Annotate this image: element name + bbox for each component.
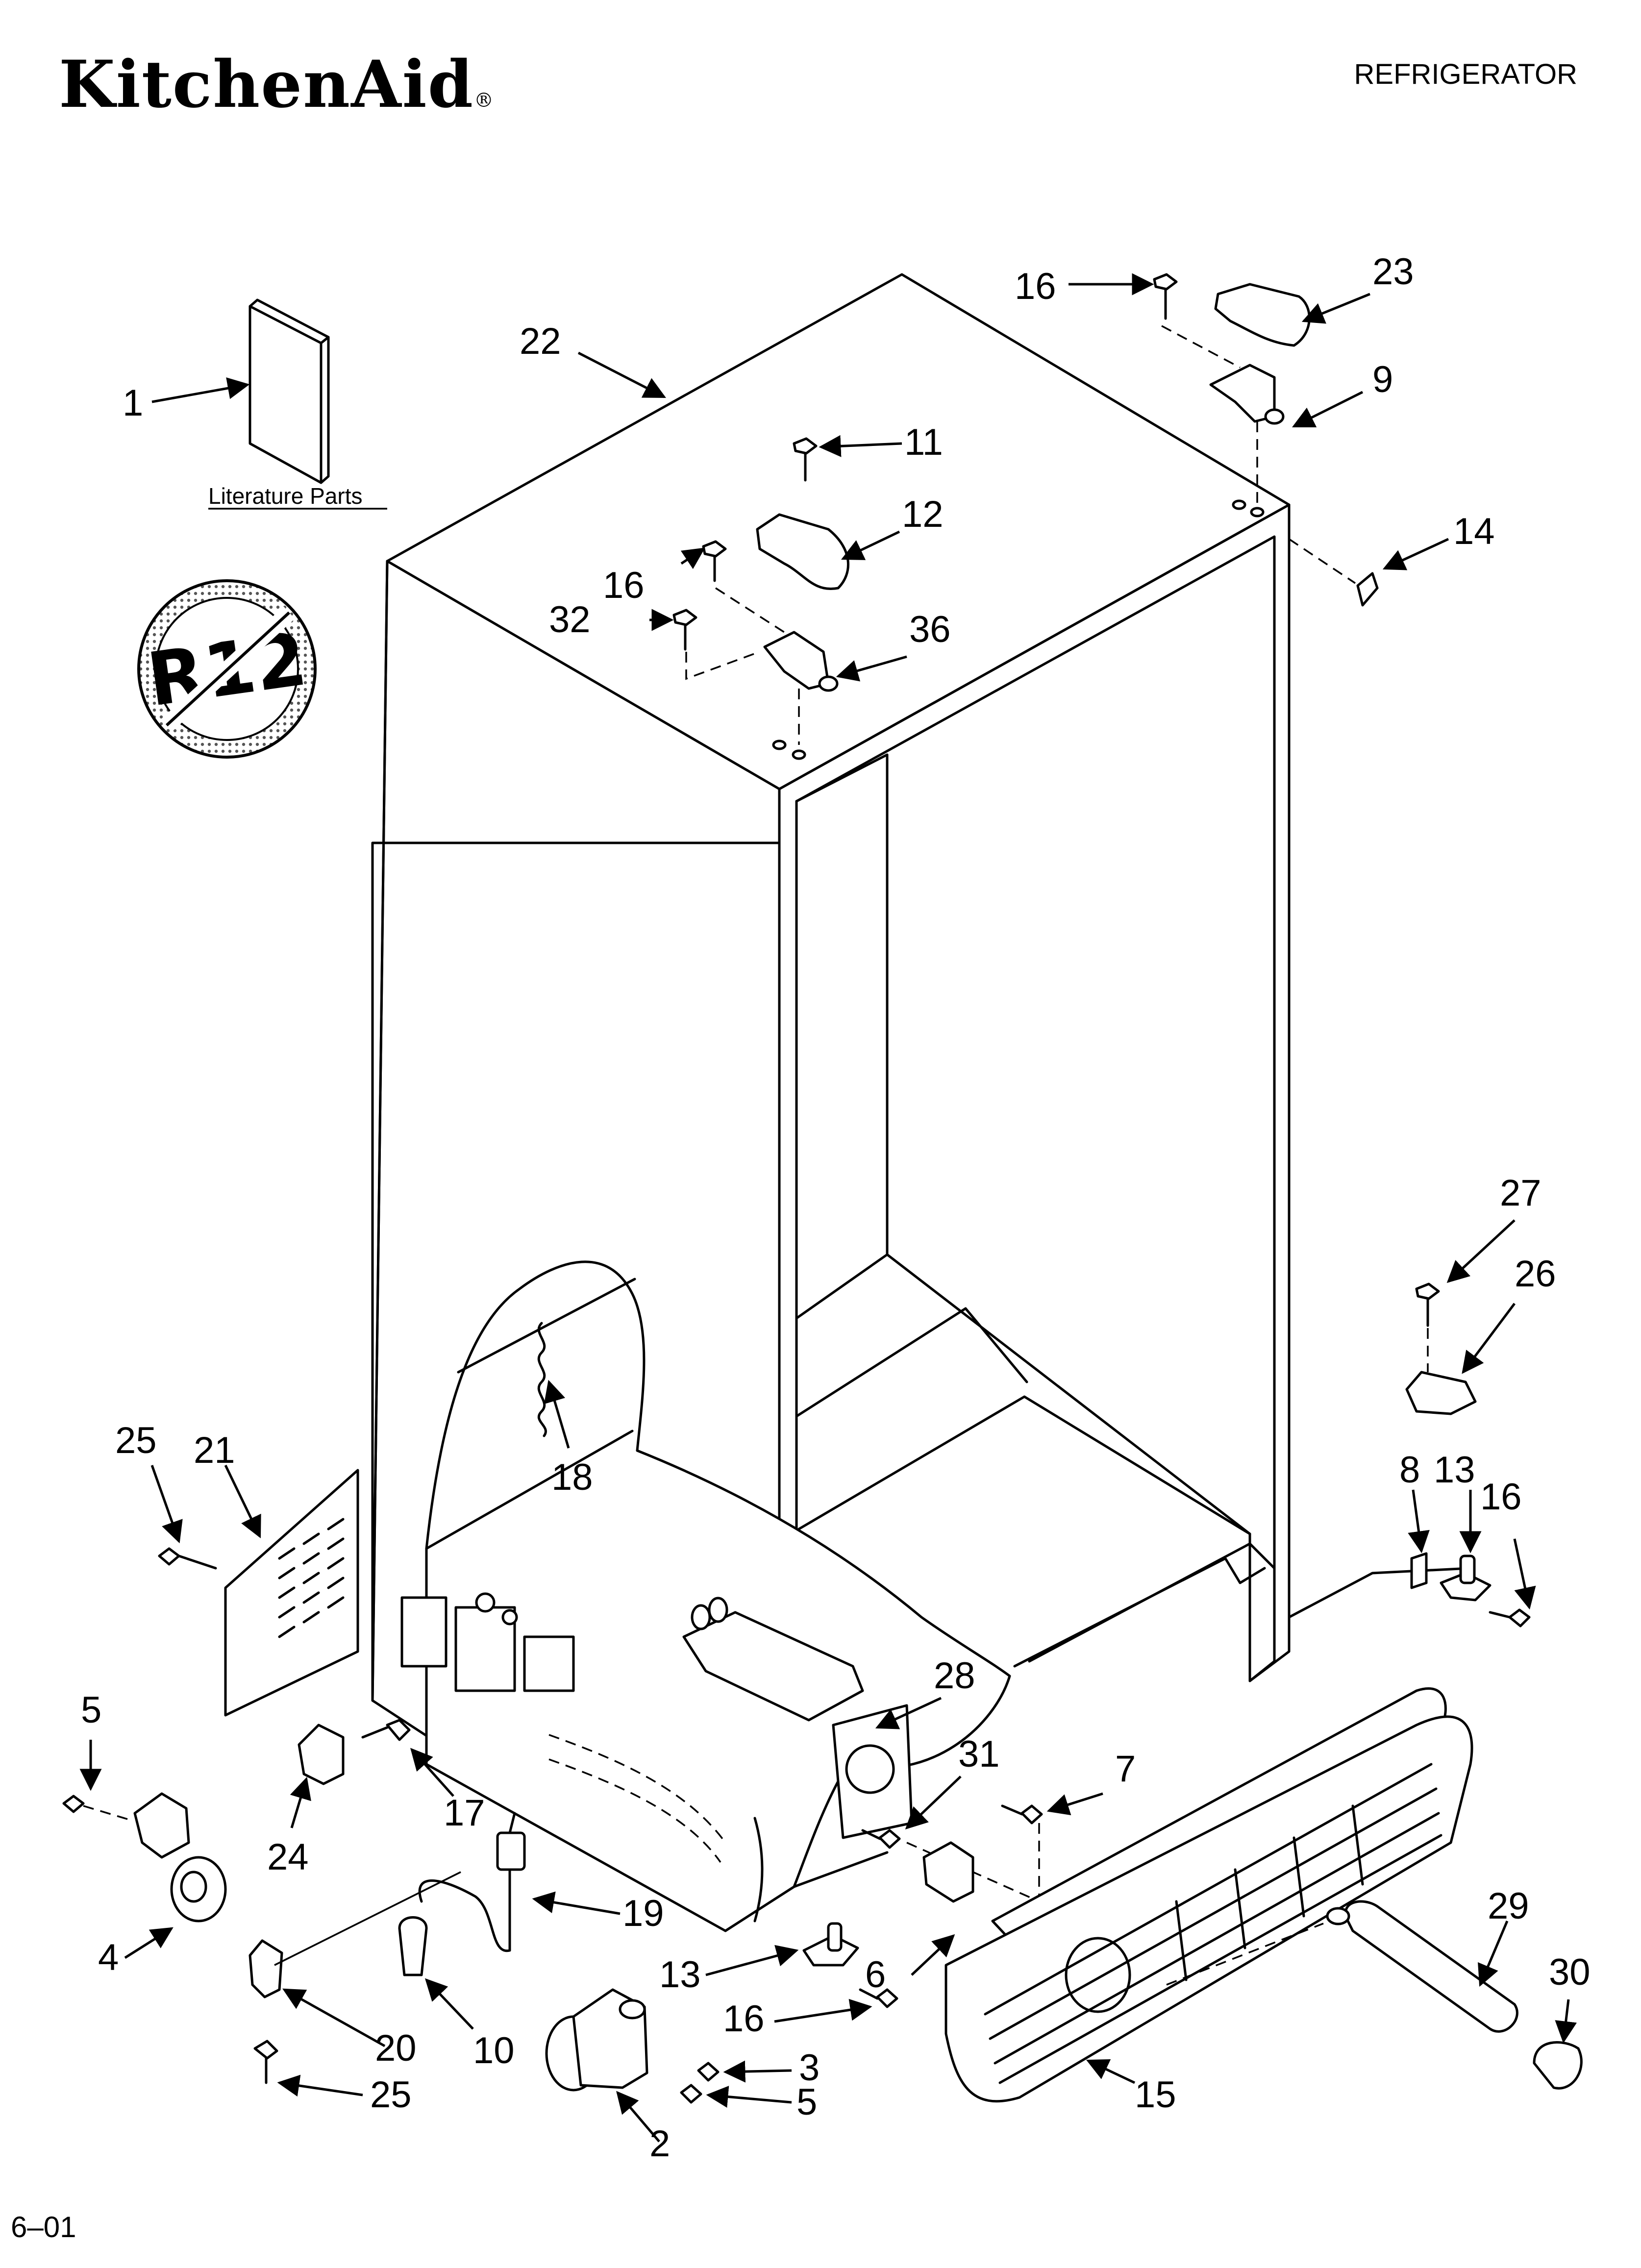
callout-32: 32 (549, 599, 591, 641)
front-grille-part-15 (945, 1687, 1473, 2103)
callout-numbers: 1 22 16 23 9 11 12 14 16 32 36 27 26 25 … (81, 251, 1591, 2165)
callout-20: 20 (375, 2027, 417, 2069)
screw-part-5-left (62, 1795, 133, 1822)
screw-part-25-upper (158, 1547, 217, 1570)
callout-17: 17 (444, 1792, 485, 1834)
screw-part-27 (1415, 1282, 1440, 1327)
literature-parts-label: Literature Parts (208, 483, 362, 509)
top-hinge-part-9 (1209, 364, 1276, 423)
callout-9: 9 (1372, 359, 1393, 400)
brand-name: KitchenAid (59, 47, 474, 123)
callout-16-top: 16 (1015, 266, 1056, 307)
screw-part-11 (793, 437, 818, 482)
screw-part-16-top (1153, 273, 1178, 320)
callout-11: 11 (904, 421, 943, 463)
water-filter-part-29 (1326, 1900, 1518, 2033)
callout-14: 14 (1453, 511, 1495, 552)
screw-part-31 (861, 1829, 901, 1849)
callout-27: 27 (1500, 1172, 1542, 1214)
hinge-cover-part-23 (1214, 283, 1311, 347)
clip-part-20 (249, 1939, 283, 1998)
callout-6: 6 (865, 1954, 886, 1996)
registered-mark: ® (474, 89, 495, 112)
drain-tube-part-19 (418, 1812, 516, 1952)
bottom-hinge-part-2 (545, 1988, 648, 2092)
callout-21: 21 (194, 1430, 235, 1471)
callout-5-left: 5 (81, 1689, 101, 1731)
rear-grille-part-21 (224, 1469, 359, 1717)
filter-cap-part-30 (1533, 2041, 1583, 2090)
date-code: 6–01 (11, 2211, 76, 2243)
callout-29: 29 (1488, 1885, 1529, 1927)
no-r12-badge: R12 (137, 579, 317, 759)
callout-12: 12 (902, 493, 944, 535)
callout-8: 8 (1399, 1449, 1420, 1491)
callout-4: 4 (98, 1937, 119, 1978)
callout-5-lower: 5 (796, 2081, 817, 2123)
callout-23: 23 (1372, 251, 1414, 293)
callout-15: 15 (1135, 2074, 1176, 2116)
callout-18: 18 (551, 1456, 593, 1498)
callout-16-right: 16 (1480, 1476, 1522, 1518)
callout-28: 28 (934, 1655, 975, 1697)
callout-31: 31 (958, 1733, 1000, 1775)
callout-13-right: 13 (1434, 1449, 1475, 1491)
bracket-part-24 (298, 1724, 345, 1785)
callout-30: 30 (1549, 1951, 1591, 1993)
control-components (400, 1592, 575, 1692)
callout-24: 24 (267, 1836, 309, 1878)
caster-part-4 (133, 1792, 227, 1923)
screw-part-7 (1001, 1804, 1043, 1824)
shim-part-8 (1410, 1552, 1428, 1589)
callout-25-lower: 25 (370, 2074, 412, 2116)
callout-36: 36 (909, 609, 951, 650)
screw-part-32 (672, 609, 697, 651)
callout-22: 22 (520, 320, 561, 362)
screw-part-25-lower (253, 2040, 278, 2084)
heater-coil-part-18 (537, 1322, 547, 1437)
fan-shroud-part-28 (682, 1597, 913, 1839)
callout-13-lower: 13 (659, 1954, 701, 1996)
callout-16-mid: 16 (603, 565, 645, 606)
screw-part-16-lower (859, 1988, 898, 2008)
callout-26: 26 (1515, 1253, 1556, 1295)
bracket-part-26 (1405, 1371, 1477, 1415)
brand-logo: KitchenAid® (59, 47, 495, 123)
callout-25-upper: 25 (115, 1420, 157, 1461)
callout-19: 19 (622, 1893, 664, 1934)
clip-part-14 (1356, 572, 1379, 607)
screw-part-17 (361, 1719, 411, 1741)
hinge-cover-part-12 (756, 513, 849, 590)
plug-part-10 (398, 1916, 428, 1976)
callout-3: 3 (799, 2047, 820, 2089)
clip-part-6 (922, 1841, 974, 1903)
literature-booklet (249, 298, 330, 484)
product-category: REFRIGERATOR (1354, 58, 1577, 90)
callout-2: 2 (649, 2123, 670, 2165)
callout-leaders (79, 273, 1577, 2143)
screw-part-5-lower (680, 2084, 702, 2104)
callout-10: 10 (473, 2030, 515, 2071)
callout-1: 1 (123, 382, 143, 424)
screw-part-3 (697, 2062, 720, 2082)
callout-16-lower: 16 (723, 1998, 765, 2040)
screw-part-16-right (1489, 1608, 1531, 1627)
callout-7: 7 (1115, 1748, 1136, 1790)
